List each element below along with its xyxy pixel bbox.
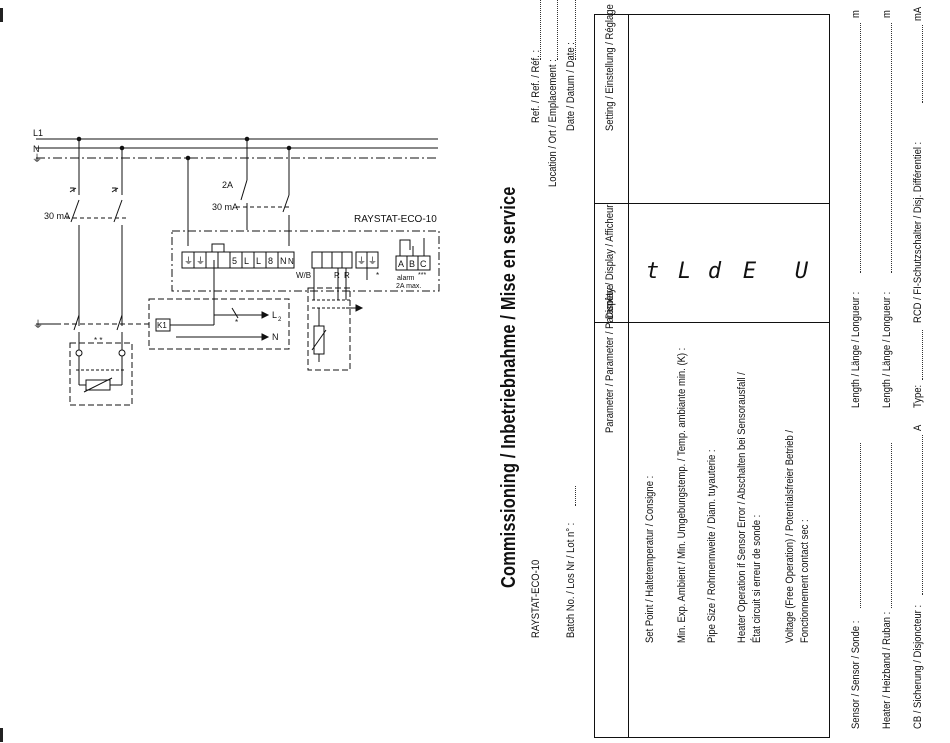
cb-label: CB / Sicherung / Disjoncteur :	[912, 604, 924, 729]
terminal-l-1: L	[244, 256, 249, 266]
earth-symbol-supply: ⏚	[32, 153, 42, 165]
param-sensor-error: Heater Operation if Sensor Error / Absch…	[736, 372, 748, 643]
table-header-divider	[628, 14, 629, 738]
output-n-label: N	[272, 332, 279, 342]
col-header-param: Parameter / Parameter / Paramètre	[604, 284, 616, 433]
terminal-earth-4: ⏚	[368, 256, 377, 266]
heater-label: Heater / Heizband / Ruban :	[881, 611, 893, 729]
terminal-earth-1: ⏚	[184, 256, 193, 266]
param-sensor-error-2: État circuit si erreur de sonde :	[751, 514, 763, 643]
cb-unit: A	[912, 424, 924, 431]
location-label: Location / Ort / Emplacement :	[547, 59, 559, 187]
ref-field[interactable]	[530, 0, 541, 60]
wiring-diagram: L1 N 30 mA 2A 30 mA RAYSTAT-ECO-10 ⏚ ⏚ 5…	[32, 128, 440, 406]
alarm-rating: 2A max.	[396, 283, 421, 290]
terminal-n-1: N	[280, 256, 287, 266]
earth-star: *	[376, 271, 379, 280]
param-pipe-size: Pipe Size / Rohrnennweite / Diam. tuyaut…	[706, 449, 718, 643]
page-edge-mark-bottom	[0, 728, 3, 742]
param-voltage-2: Fonctionnement contact sec :	[799, 519, 811, 643]
param-min-ambient: Min. Exp. Ambient / Min. Umgebungstemp. …	[676, 347, 688, 643]
label-breaker-rating: 2A	[222, 180, 233, 190]
sensor-length-unit: m	[850, 10, 862, 18]
double-star: * *	[94, 336, 102, 345]
heater-length-label: Length / Länge / Longueur :	[881, 291, 893, 408]
alarm-stars: ***	[418, 272, 426, 279]
rcd-field[interactable]	[912, 25, 923, 103]
relay-k1-label: K1	[157, 321, 167, 330]
sensor-length-label: Length / Länge / Longueur :	[850, 291, 862, 408]
contact-star: *	[235, 318, 238, 327]
sensor-length-field[interactable]	[850, 23, 861, 273]
type-label: Type:	[912, 384, 924, 408]
label-rcd-rating: 30 mA	[44, 211, 70, 221]
heater-length-field[interactable]	[881, 23, 892, 273]
ref-label: Ref. / Ref. / Réf. :	[530, 49, 542, 123]
heater-field[interactable]	[881, 443, 892, 608]
param-set-point: Set Point / Haltetemperatur / Consigne :	[644, 475, 656, 643]
terminal-5: 5	[232, 256, 237, 266]
label-line-l1: L1	[33, 128, 43, 138]
batch-field[interactable]	[565, 486, 576, 506]
label-rcd-rating-2: 30 mA	[212, 202, 238, 212]
output-l-sub: 2	[278, 317, 282, 323]
terminal-earth-2: ⏚	[196, 256, 205, 266]
type-field[interactable]	[912, 330, 923, 380]
output-l-label: L	[272, 310, 277, 320]
sensor-label: Sensor / Sensor / Sonde :	[850, 620, 862, 729]
earth-symbol-left: ⏚	[33, 319, 43, 331]
page-edge-mark-top	[0, 8, 3, 22]
terminal-r-2: R	[344, 271, 350, 280]
date-field[interactable]	[565, 0, 576, 60]
param-voltage: Voltage (Free Operation) / Potentialsfre…	[784, 430, 796, 643]
label-line-n: N	[33, 144, 40, 154]
terminal-8: 8	[268, 256, 273, 266]
product-name: RAYSTAT-ECO-10	[530, 559, 542, 638]
batch-label: Batch No. / Los Nr / Lot n° :	[565, 522, 577, 638]
form-title: Commissioning / Inbetriebnahme / Mise en…	[498, 186, 520, 588]
terminal-l-2: L	[256, 256, 261, 266]
cb-field[interactable]	[912, 435, 923, 595]
location-field[interactable]	[547, 0, 558, 60]
terminal-earth-3: ⏚	[357, 256, 366, 266]
terminal-wb: W/B	[296, 271, 311, 280]
terminal-a: A	[398, 259, 404, 269]
alarm-label: alarm	[397, 275, 415, 282]
rcd-unit: mA	[912, 6, 924, 21]
terminal-b: B	[409, 259, 415, 269]
terminal-n-2: N	[288, 257, 294, 266]
rcd-label: RCD / FI-Schutzschalter / Disj. Différen…	[912, 141, 924, 323]
label-device-name: RAYSTAT-ECO-10	[354, 214, 437, 225]
terminal-r-1: R	[334, 271, 340, 280]
heater-length-unit: m	[881, 10, 893, 18]
sensor-field[interactable]	[850, 443, 861, 608]
col-header-setting: Setting / Einstellung / Réglage	[604, 4, 616, 131]
terminal-c: C	[420, 259, 427, 269]
setting-cells[interactable]	[628, 204, 830, 323]
